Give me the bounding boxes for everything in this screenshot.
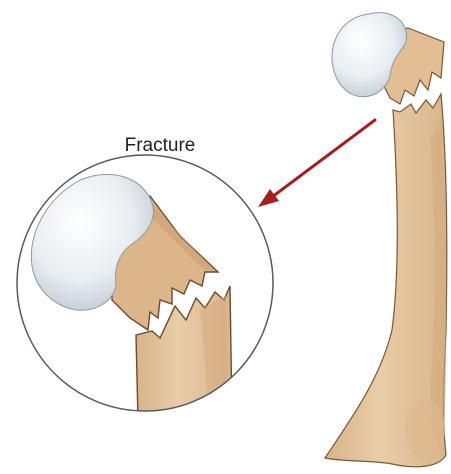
pointer-arrow — [258, 120, 375, 207]
bone-full — [325, 13, 447, 467]
fracture-label: Fracture — [95, 136, 225, 155]
magnified-view — [17, 155, 273, 420]
bone-knob — [405, 400, 445, 460]
